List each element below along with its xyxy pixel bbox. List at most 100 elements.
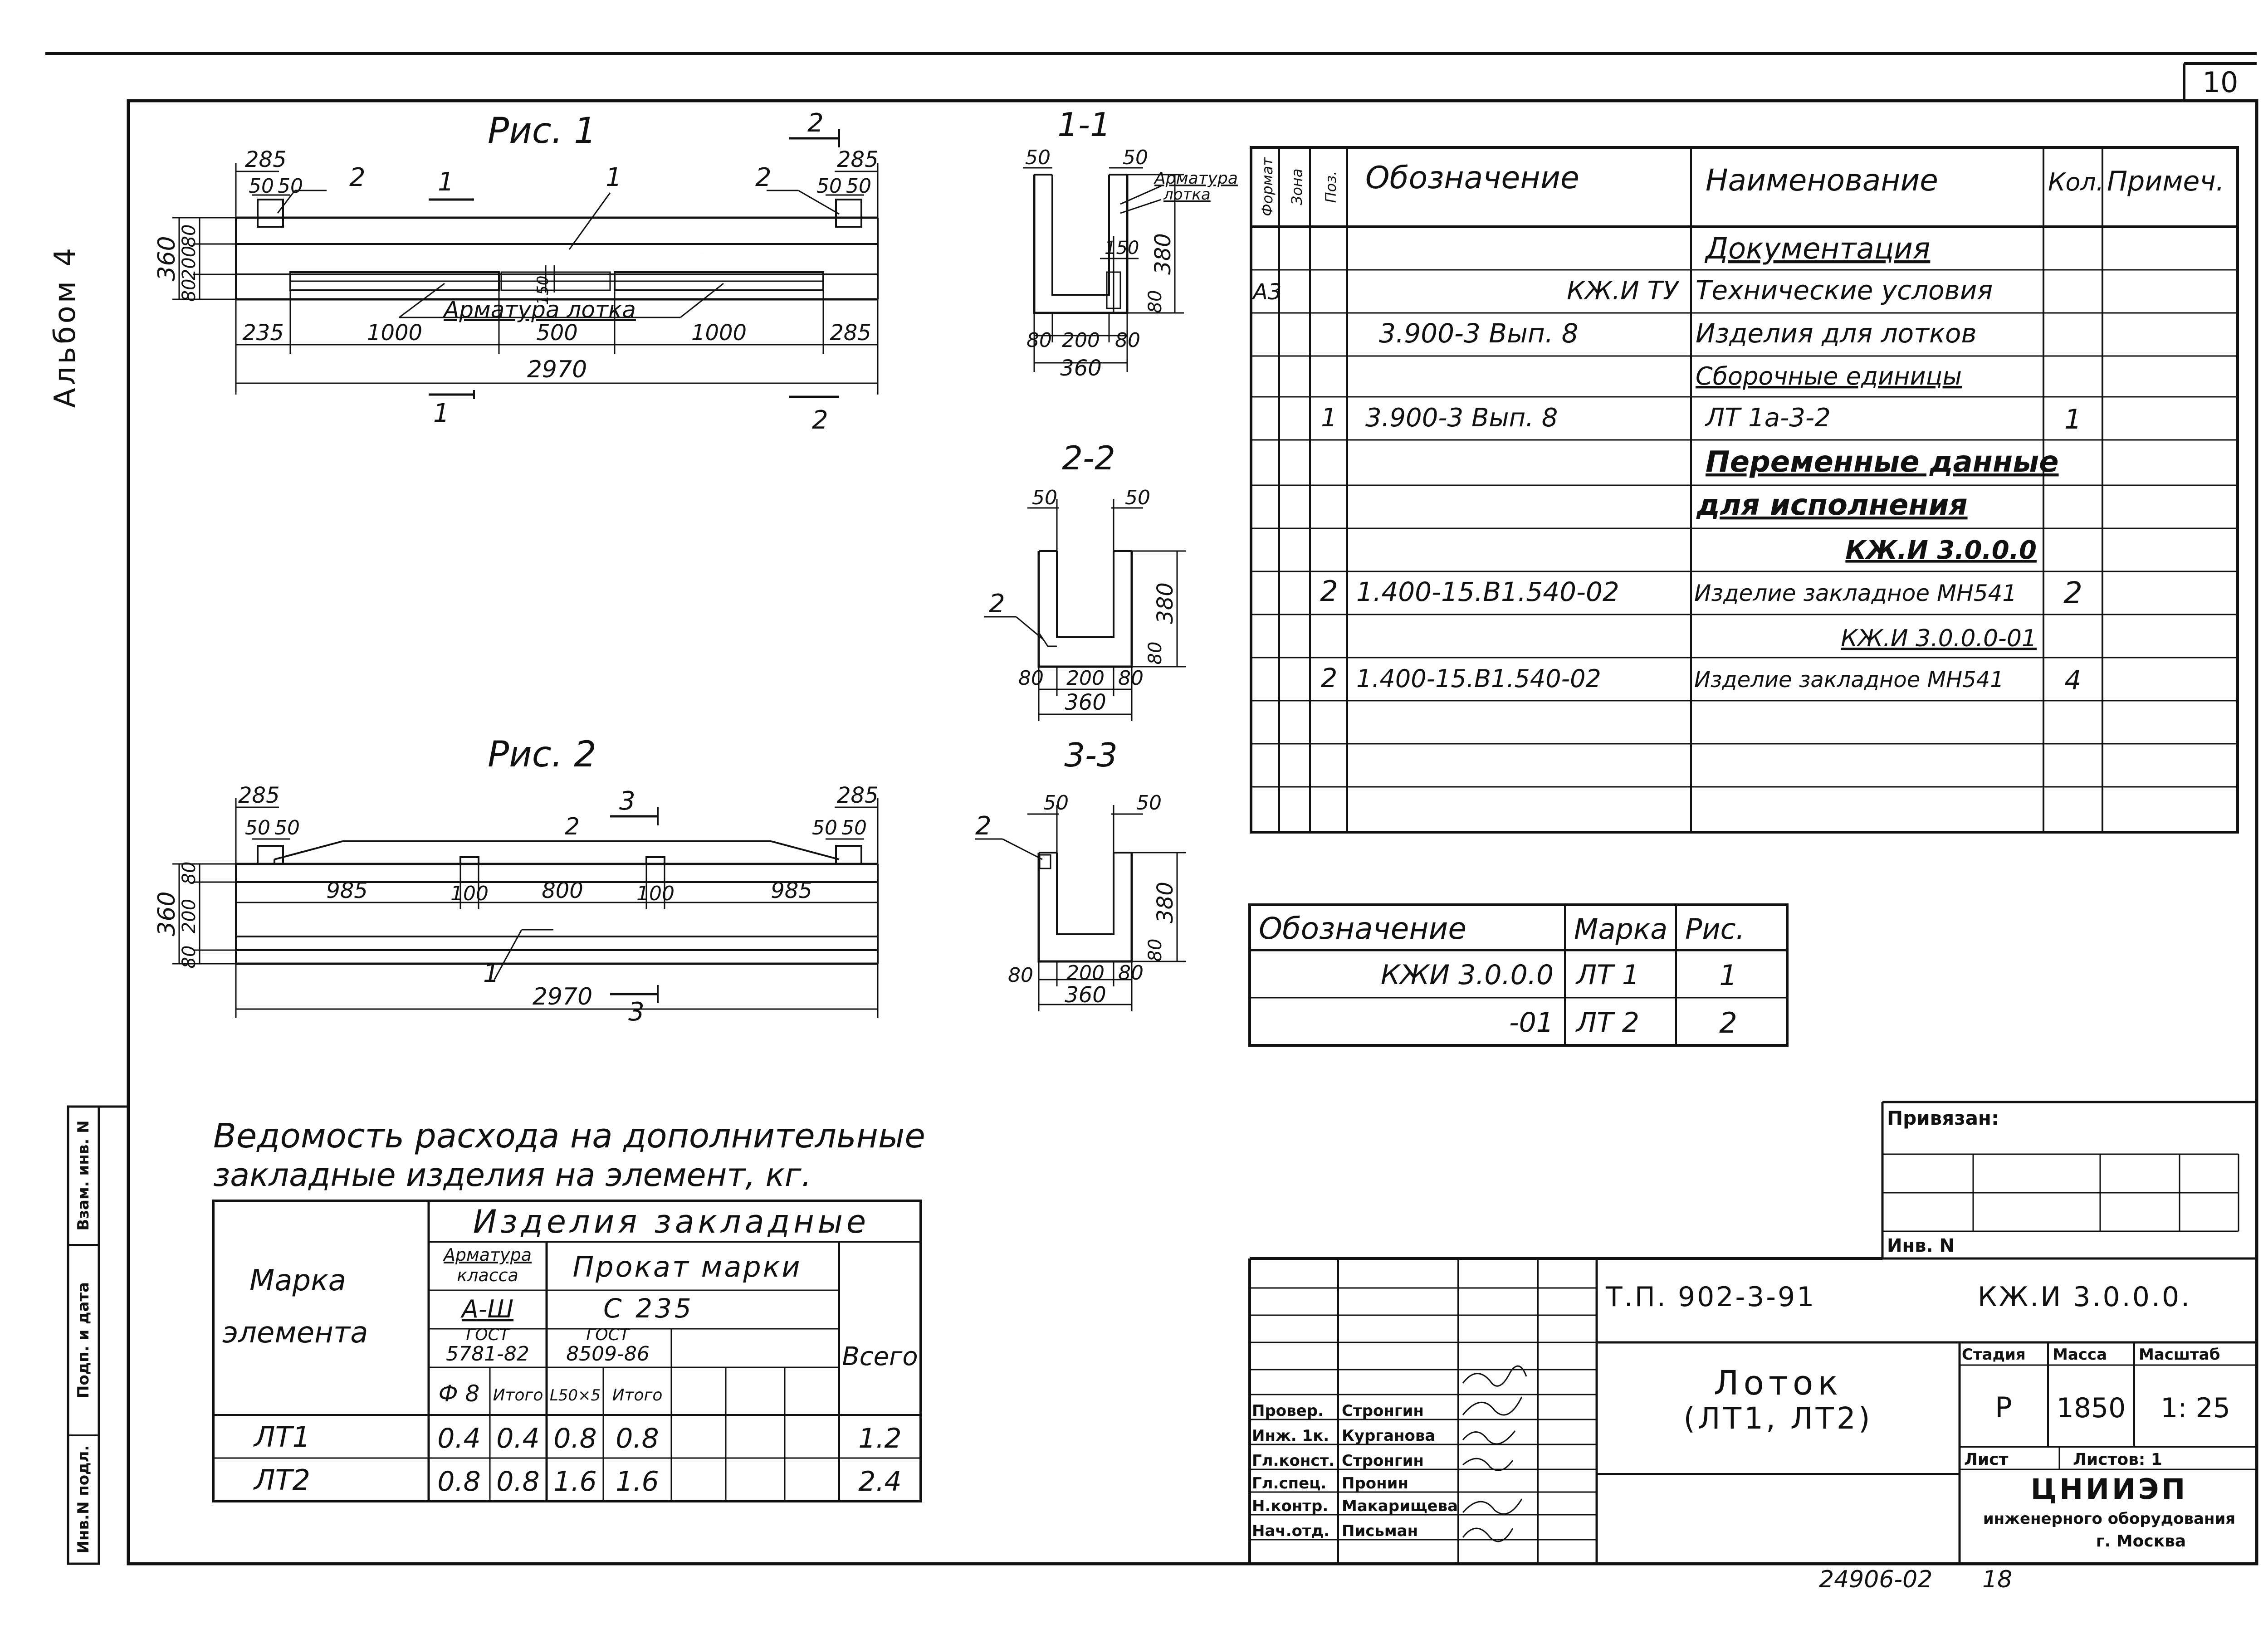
section-3-3-title: 3-3 [1064,736,1118,774]
fig2-leader-1: 1 [483,959,499,988]
consumption-row-0-v2: 0.4 [496,1423,539,1454]
consumption-row-0-v4: 0.8 [616,1423,659,1454]
title-mass-label: Масса [2053,1346,2107,1364]
side-stamp-inv-orig: Инв.N подл. [74,1445,93,1554]
consumption-h-rolled: Прокат марки [572,1250,802,1283]
fig1-dim-500: 500 [536,320,578,346]
spec-row-3-name: Сборочные единицы [1696,362,1962,390]
consumption-table-grid [212,1200,922,1502]
staff-1-role: Инж. 1к. [1252,1427,1329,1445]
staff-4-role: Н.контр. [1252,1497,1328,1515]
sheet-frame [45,52,2258,1566]
spec-row-1-designation: КЖ.И ТУ [1567,276,1680,306]
consumption-row-1-v3: 1.6 [553,1466,596,1497]
section-3-dim-200: 200 [1066,961,1105,985]
title-org-line1: ЦНИИЭП [2031,1473,2188,1506]
title-sheets-label: Листов: 1 [2073,1450,2162,1469]
spec-table-grid [1250,146,2239,834]
fig1-dim-1000-right: 1000 [691,320,747,346]
fig1-cut-1-bottom: 1 [433,399,450,428]
title-code: КЖ.И 3.0.0.0. [1978,1281,2191,1313]
section-1-dim-80a: 80 [1026,329,1052,352]
binding-inv: Инв. N [1887,1235,1955,1256]
mark-header-mark: Марка [1574,912,1667,946]
section-2-2-drawing [984,499,1186,721]
spec-header-name: Наименование [1706,163,1938,198]
fig2-dim-200: 200 [179,899,200,933]
staff-0-name: Стронгин [1342,1402,1424,1420]
spec-row-2-name: Изделия для лотков [1696,318,1977,349]
title-scale-label: Масштаб [2139,1346,2220,1364]
section-3-dim-80b: 80 [1118,961,1144,985]
consumption-row-1-v2: 0.8 [496,1466,539,1497]
consumption-row-0-mark: ЛТ1 [253,1420,310,1454]
section-2-dim-80a: 80 [1018,667,1044,690]
consumption-h-mark2: элемента [222,1316,368,1350]
section-1-dim-80-right: 80 [1145,290,1166,313]
section-1-dim-50-left: 50 [1025,146,1051,169]
fig2-dim-800: 800 [542,878,583,903]
consumption-row-0-v1: 0.4 [437,1423,480,1454]
fig2-dim-80-bottom: 80 [179,946,200,969]
section-2-2-title: 2-2 [1062,439,1115,477]
section-2-dim-80b: 80 [1118,667,1144,690]
spec-row-1-format: А3 [1251,279,1281,305]
fig2-drawing [172,798,879,1018]
spec-row-8-name: Изделие закладное МН541 [1694,580,2017,606]
section-1-dim-50-right: 50 [1123,146,1148,169]
fig1-dim-50b: 50 [278,175,303,198]
fig1-title: Рис. 1 [488,111,596,151]
fig1-dim-50a: 50 [249,175,274,198]
mark-row-1-mark: ЛТ 2 [1575,1007,1639,1039]
staff-0-role: Провер. [1252,1402,1324,1420]
mark-row-1-designation: -01 [1509,1007,1554,1039]
spec-header-designation: Обозначение [1365,160,1579,196]
fig1-dim-285-left: 285 [245,147,287,172]
section-3-3-drawing [975,805,1186,1011]
section-1-dim-360: 360 [1060,356,1102,381]
spec-row-0-name: Документация [1704,232,1930,266]
title-org-line3: г. Москва [2096,1532,2186,1551]
consumption-h-total1: Итого [493,1386,543,1405]
consumption-row-1-v4: 1.6 [616,1466,659,1497]
mark-row-1-fig: 2 [1719,1006,1737,1039]
fig1-cut-1-top: 1 [438,167,454,197]
spec-row-2-designation: 3.900-3 Вып. 8 [1379,318,1579,349]
staff-2-role: Гл.конст. [1252,1452,1334,1470]
staff-1-name: Курганова [1342,1427,1435,1445]
consumption-row-1-total: 2.4 [858,1466,901,1497]
binding-label: Привязан: [1887,1107,1999,1129]
spec-row-7-name: КЖ.И 3.0.0.0 [1845,536,2037,565]
title-scale: 1: 25 [2160,1392,2230,1424]
consumption-h-mark1: Марка [249,1264,346,1297]
fig2-dim-285-right: 285 [837,783,879,808]
fig2-dim-100-right: 100 [636,882,675,905]
spec-row-6-name: для исполнения [1696,488,1968,522]
fig2-dim-80-top: 80 [179,862,200,885]
spec-row-8-pos: 2 [1320,575,1338,608]
fig1-dim-50d: 50 [846,175,871,198]
consumption-row-1-v1: 0.8 [437,1466,480,1497]
title-org-line2: инженерного оборудования [1983,1510,2235,1528]
side-stamp-sign-date: Подп. и дата [74,1282,93,1398]
mark-header-fig: Рис. [1685,912,1745,946]
consumption-row-0-v3: 0.8 [553,1423,596,1454]
spec-row-10-qty: 4 [2065,665,2082,696]
section-1-dim-380: 380 [1150,233,1176,275]
mark-row-0-designation: КЖИ 3.0.0.0 [1381,959,1554,991]
consumption-h-all: Всего [842,1342,918,1371]
fig1-leader-2-left: 2 [349,163,366,192]
fig1-cut-2-top: 2 [807,108,824,138]
fig2-leader-2: 2 [565,813,580,840]
mark-row-0-mark: ЛТ 1 [1575,959,1639,991]
spec-header-qty: Кол. [2048,168,2104,196]
spec-row-10-designation: 1.400-15.В1.540-02 [1356,664,1601,693]
consumption-h-gost2b: 8509-86 [566,1342,650,1366]
spec-row-10-name: Изделие закладное МН541 [1694,667,2004,693]
consumption-h-total2: Итого [612,1386,663,1405]
section-2-dim-80-right: 80 [1145,642,1166,665]
section-3-dim-380: 380 [1153,882,1178,923]
title-sheet-label: Лист [1964,1450,2008,1469]
fig1-dim-200: 200 [179,246,200,280]
